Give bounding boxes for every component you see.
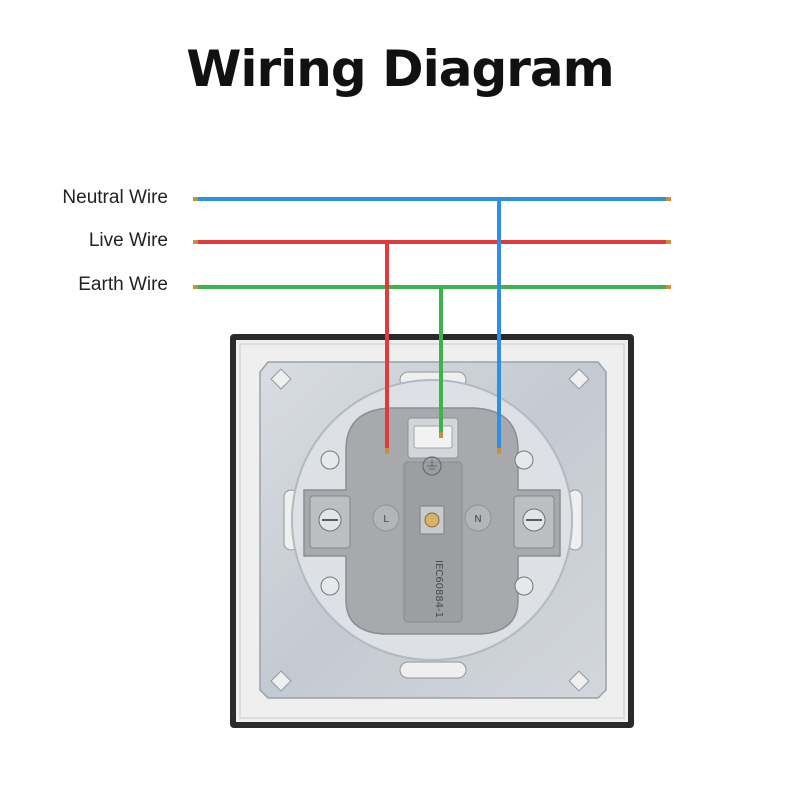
bracket-hole-bl (270, 670, 292, 692)
wire-tip-earth-right (666, 285, 671, 289)
wire-tip-live-drop (385, 448, 389, 454)
neutral-wire-label: Neutral Wire (62, 187, 168, 208)
wire-tip-earth-drop (439, 432, 443, 438)
ring-screw-bl (320, 576, 340, 596)
wire-tip-neutral-right (666, 197, 671, 201)
wire-tip-live-right (666, 240, 671, 244)
insert-center-ridge (403, 461, 463, 623)
ring-screw-tr (514, 450, 534, 470)
terminal-neutral (513, 495, 555, 549)
bracket-hole-tl (270, 368, 292, 390)
page-title: Wiring Diagram (186, 40, 615, 98)
ring-screw-br (514, 576, 534, 596)
bracket-hole-tr (568, 368, 590, 390)
bracket-hole-br (568, 670, 590, 692)
wire-tip-neutral-left (193, 197, 198, 201)
bracket-slot-bottom (399, 661, 467, 679)
earth-symbol-icon (422, 456, 442, 476)
wire-tip-live-left (193, 240, 198, 244)
live-wire-label: Live Wire (88, 230, 168, 251)
earth-wire-label: Earth Wire (78, 274, 168, 295)
socket-plate-inner (239, 343, 625, 719)
center-screw (419, 505, 445, 535)
wires (193, 197, 671, 454)
ring-screw-tl (320, 450, 340, 470)
wire-tip-earth-left (193, 285, 198, 289)
wire-tip-neutral-drop (497, 448, 501, 454)
terminal-neutral-letter: N (474, 514, 481, 525)
standard-mark: IEC60884-1 (433, 560, 444, 618)
socket: L N IEC60884-1 (230, 334, 634, 728)
terminal-live (309, 495, 351, 549)
terminal-live-letter: L (383, 514, 389, 525)
